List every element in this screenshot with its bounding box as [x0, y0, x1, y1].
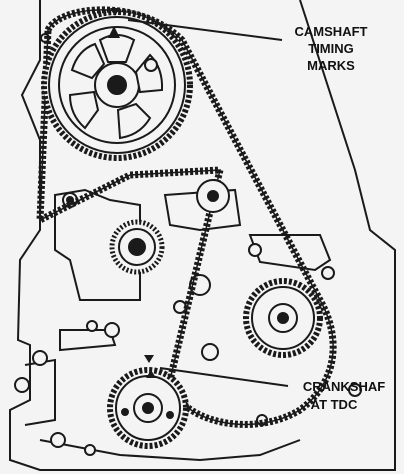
intermediate-sprocket	[243, 278, 323, 358]
crankshaft-label-line1: CRANKSHAF	[303, 379, 385, 394]
camshaft-leader-line	[127, 19, 283, 41]
leader-lines	[127, 19, 289, 387]
crankshaft-sprocket	[107, 367, 189, 449]
tensioner-pulley	[109, 219, 165, 275]
crankshaft-label: CRANKSHAF AT TDC	[303, 379, 385, 412]
camshaft-label-line2: TIMING	[308, 41, 354, 56]
crankshaft-leader-line	[159, 367, 289, 387]
crankshaft-timing-mark	[144, 355, 156, 378]
crankshaft-label-line2: AT TDC	[311, 397, 358, 412]
camshaft-sprocket	[41, 9, 193, 161]
camshaft-label: CAMSHAFT TIMING MARKS	[295, 24, 368, 73]
camshaft-label-line3: MARKS	[307, 58, 355, 73]
camshaft-label-line1: CAMSHAFT	[295, 24, 368, 39]
idler-pulley	[196, 179, 230, 213]
camshaft-timing-mark	[108, 8, 120, 38]
